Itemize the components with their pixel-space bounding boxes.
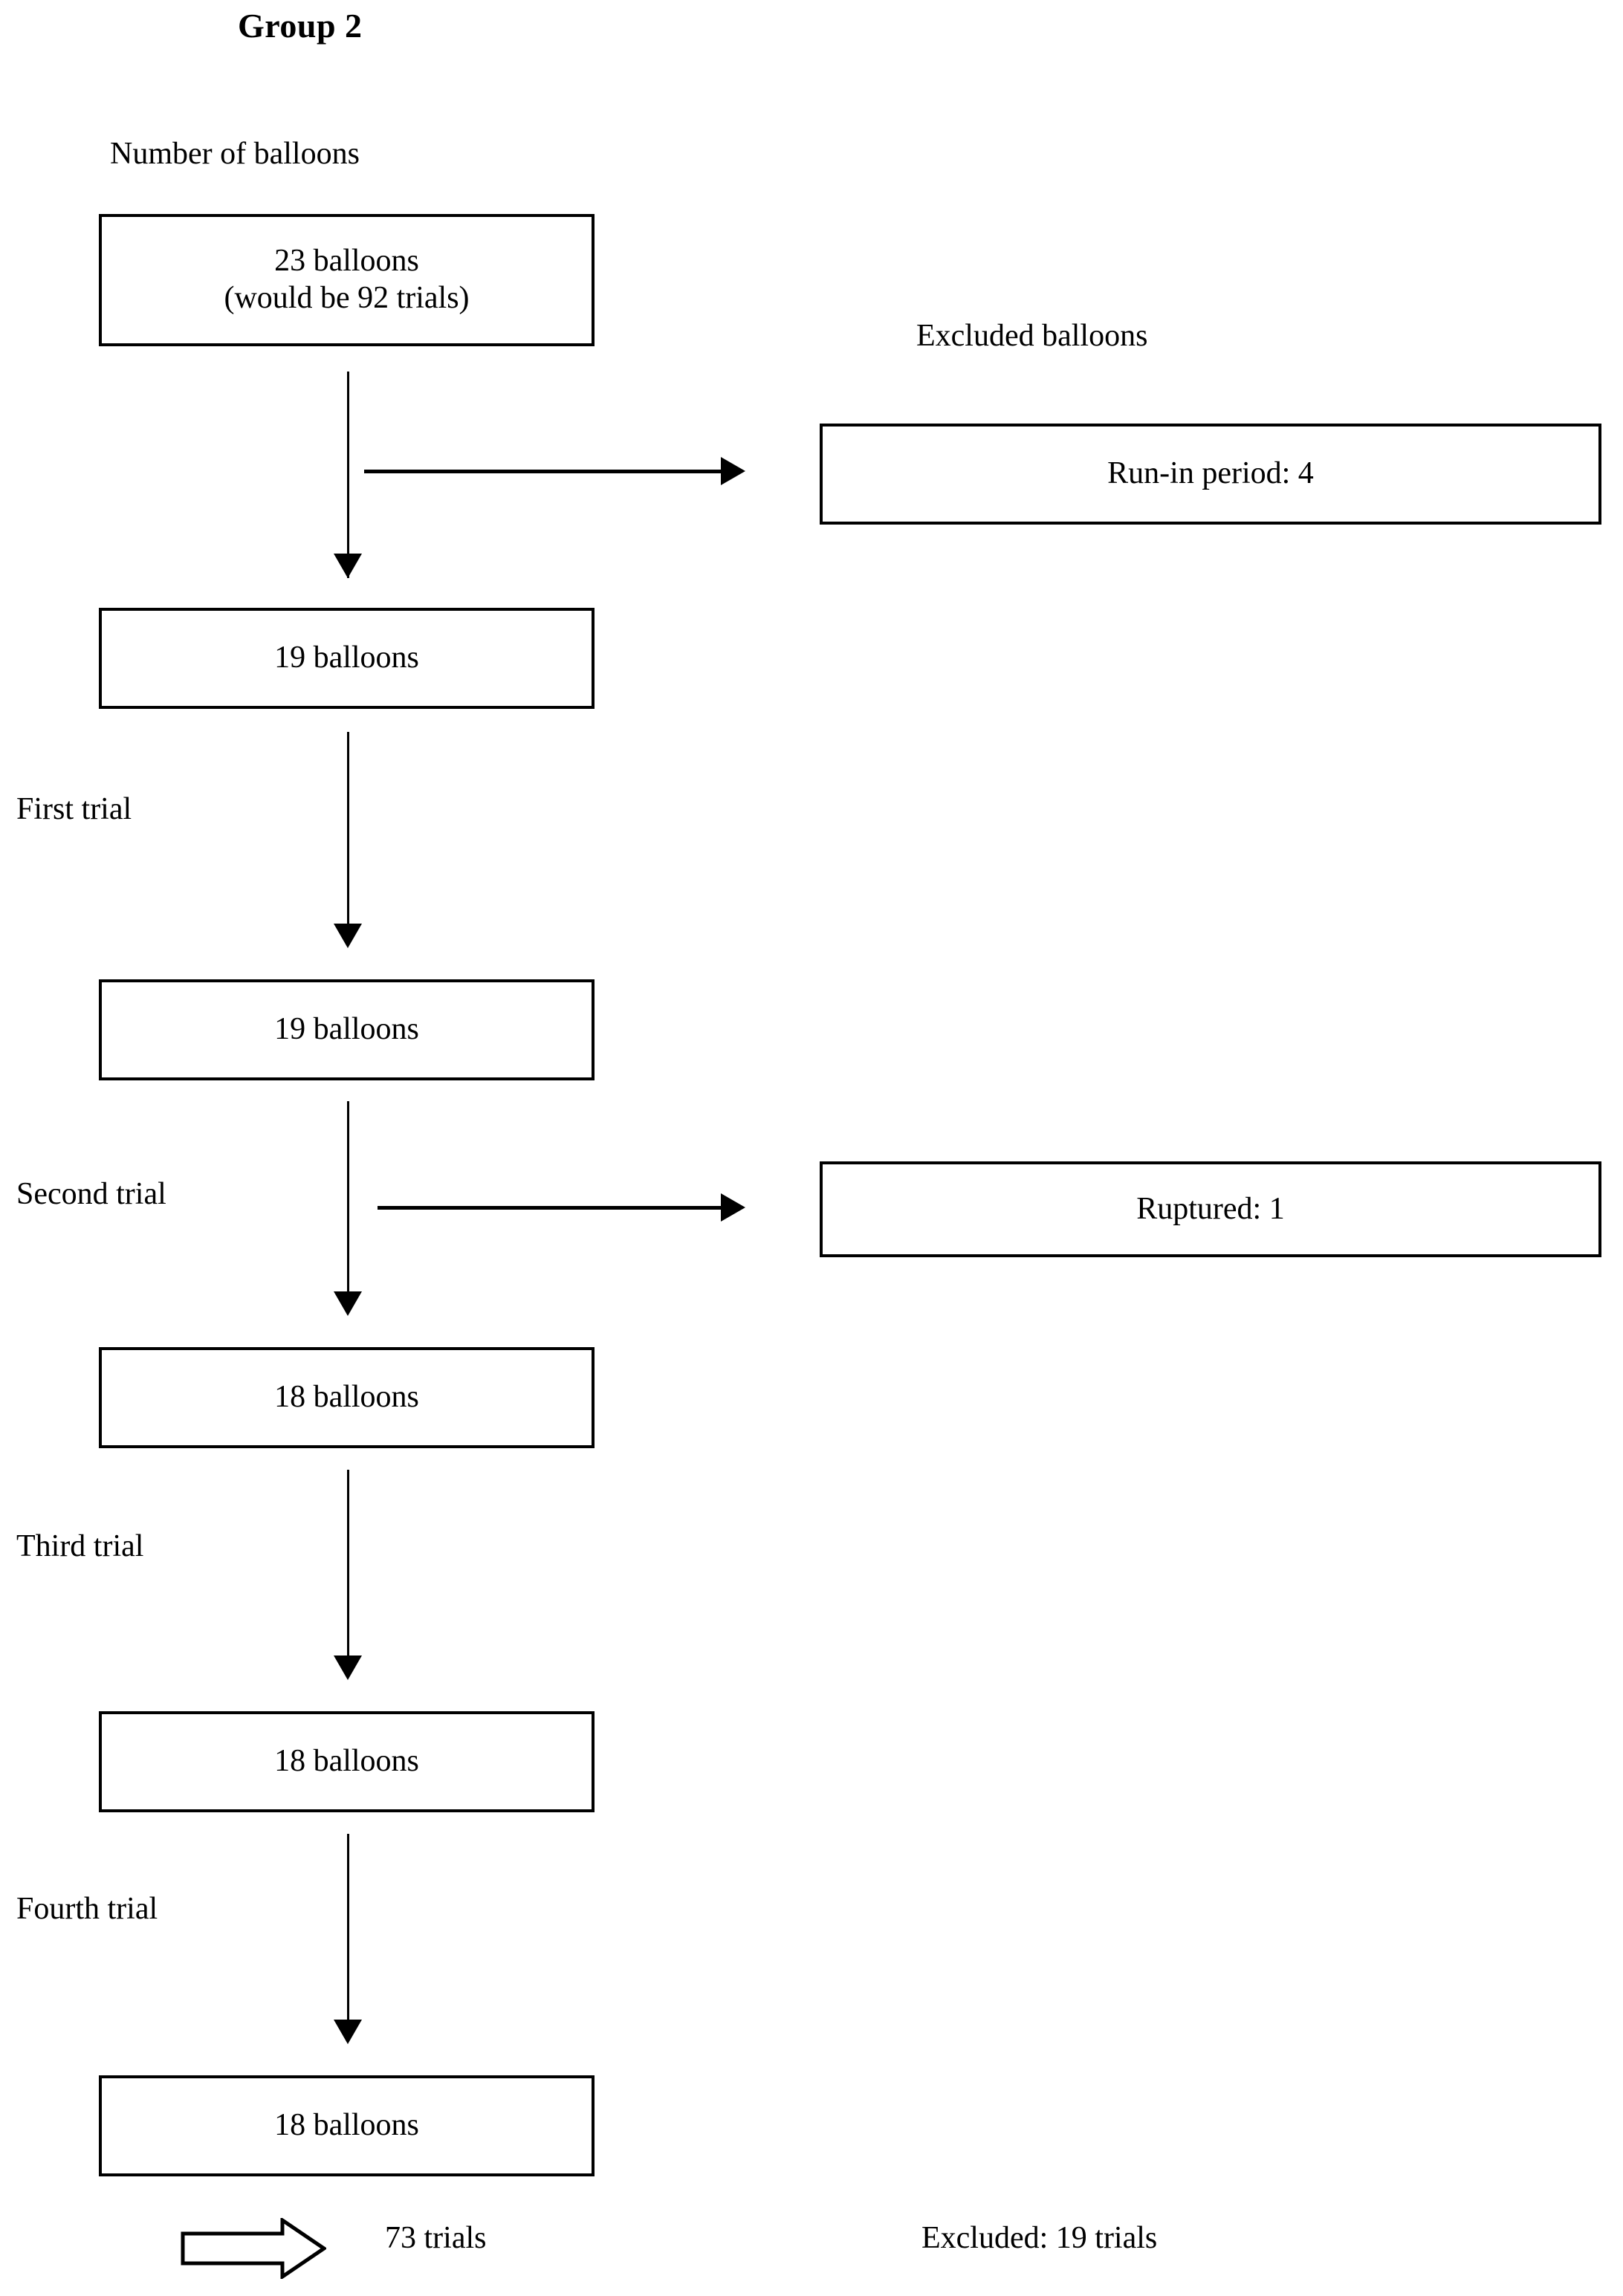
left-column-label: Number of balloons <box>110 137 360 171</box>
flow-node-n18a: 18 balloons <box>99 1347 595 1448</box>
connector-line-n19a-to-n19b <box>347 732 349 940</box>
connector-arrowhead-n18b-to-n18c <box>334 2020 362 2044</box>
flow-node-line-1: 19 balloons <box>274 1012 419 1047</box>
flow-node-line-1: 23 balloons <box>274 244 419 279</box>
excluded-node-text: Ruptured: 1 <box>1136 1191 1285 1226</box>
flow-node-n19a: 19 balloons <box>99 608 595 709</box>
flow-node-n19b: 19 balloons <box>99 979 595 1080</box>
page-title: Group 2 <box>238 7 363 45</box>
flow-node-line-2: (would be 92 trials) <box>224 281 470 315</box>
connector-line-start-to-n19a <box>347 372 349 578</box>
excluded-node-run-in-period: Run-in period: 4 <box>820 424 1601 525</box>
connector-line-n18b-to-n18c <box>347 1834 349 2036</box>
flow-node-line-1: 18 balloons <box>274 1380 419 1415</box>
stage-label-second-trial: Second trial <box>16 1177 166 1211</box>
stage-label-third-trial: Third trial <box>16 1529 144 1563</box>
connector-arrowhead-start-to-runin <box>721 457 745 485</box>
summary-excluded-trials: Excluded: 19 trials <box>921 2221 1158 2255</box>
connector-arrowhead-n19a-to-n19b <box>334 924 362 948</box>
excluded-node-ruptured: Ruptured: 1 <box>820 1161 1601 1257</box>
connector-arrowhead-n19b-to-n18a <box>334 1291 362 1316</box>
flow-node-n18c-final: 18 balloons <box>99 2075 595 2176</box>
connector-line-n18a-to-n18b <box>347 1470 349 1672</box>
connector-arrowhead-n18a-to-n18b <box>334 1655 362 1680</box>
flow-node-line-1: 19 balloons <box>274 641 419 675</box>
stage-label-fourth-trial: Fourth trial <box>16 1892 158 1926</box>
flow-node-n18b: 18 balloons <box>99 1711 595 1812</box>
connector-line-n19b-to-n18a <box>347 1101 349 1308</box>
flow-node-line-1: 18 balloons <box>274 2108 419 2143</box>
excluded-node-text: Run-in period: 4 <box>1107 456 1314 491</box>
block-arrow-right-icon <box>181 2216 328 2283</box>
connector-arrowhead-n19b-to-ruptured <box>721 1193 745 1222</box>
right-column-label: Excluded balloons <box>916 319 1148 353</box>
flow-node-start: 23 balloons (would be 92 trials) <box>99 214 595 346</box>
flow-node-line-1: 18 balloons <box>274 1744 419 1779</box>
connector-line-start-to-runin <box>364 470 739 473</box>
summary-included-trials: 73 trials <box>385 2221 487 2255</box>
connector-arrowhead-start-to-n19a <box>334 554 362 578</box>
stage-label-first-trial: First trial <box>16 792 132 826</box>
connector-line-n19b-to-ruptured <box>378 1206 739 1210</box>
